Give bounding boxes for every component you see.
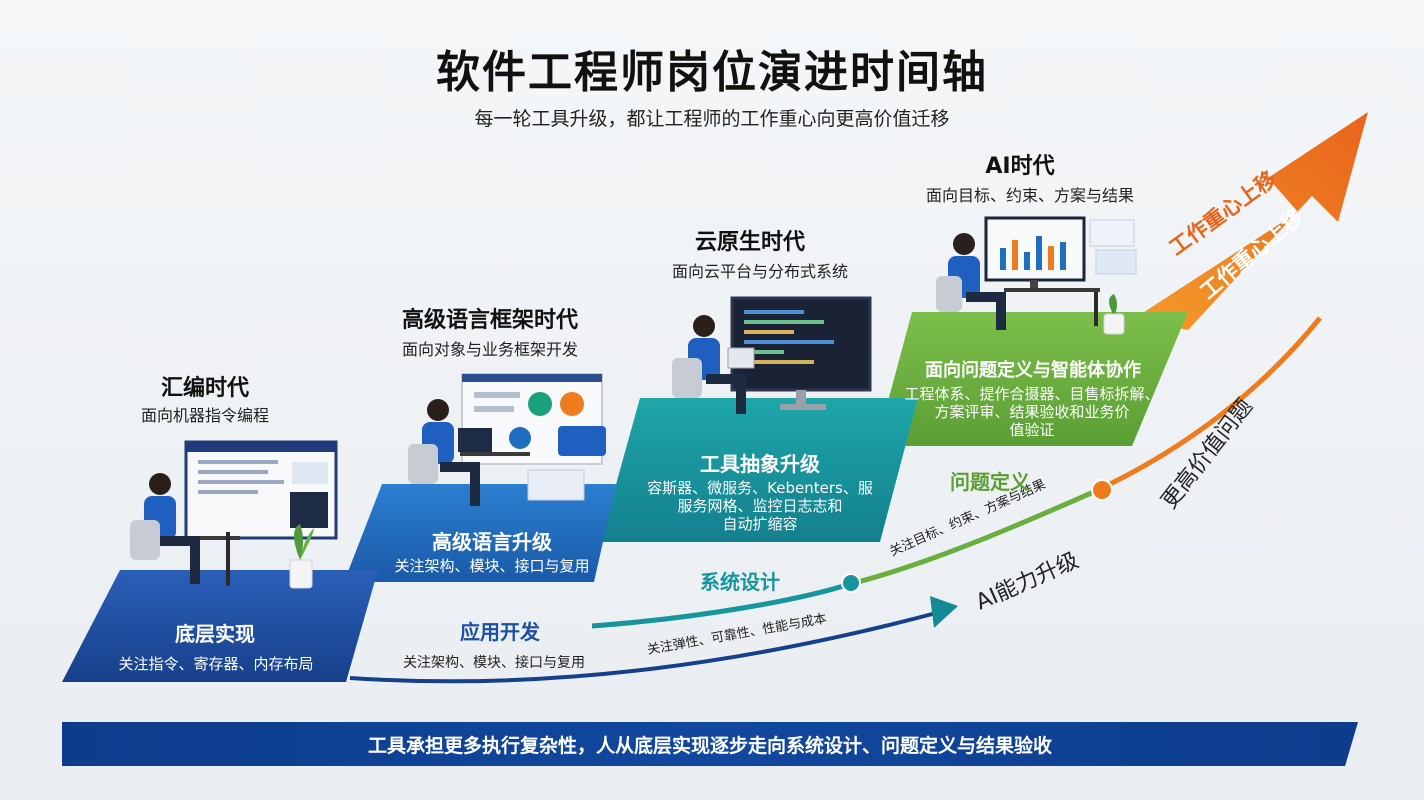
teal-dot [841,573,861,593]
era-2-title: 高级语言框架时代 [401,308,578,333]
step-4-desc-2: 方案评审、结果验收和业务价 [934,403,1130,421]
step-2-title: 高级语言升级 [432,530,552,554]
workstation-ai [936,216,1137,335]
step-3-teal [600,398,918,542]
step-3-desc-1: 容斯器、微服务、Kebenters、服 [647,479,873,497]
era-3-desc: 面向云平台与分布式系统 [671,262,848,281]
step-4-desc-1: 工程体系、提作合摄器、目售标拆解、 [904,385,1160,403]
step-4-green [876,312,1188,446]
teal-curve [591,581,851,629]
step-3-desc-3: 自动扩缩容 [722,515,798,533]
orange-curve [1104,316,1322,489]
app-dev-note: 关注架构、模块、接口与复用 [403,655,585,671]
green-curve [857,487,1100,585]
step-2-blue [344,484,616,582]
lower-curve [349,610,941,684]
problem-def-label: 问题定义 [950,470,1030,494]
big-orange-arrow [1135,112,1368,330]
page-subtitle: 每一轮工具升级，都让工程师的工作重心向更高价值迁移 [474,108,950,130]
step-4-title: 面向问题定义与智能体协作 [925,360,1141,381]
era-3-title: 云原生时代 [694,230,805,255]
workstation-highlevel [408,373,606,506]
era-4-desc: 面向目标、约束、方案与结果 [925,186,1134,205]
step-4-desc-3: 值验证 [1009,421,1055,439]
orange-dot [1091,479,1113,501]
page-title: 软件工程师岗位演进时间轴 [436,47,988,98]
era-4-title: AI时代 [985,154,1055,179]
lower-curve-arrowhead [930,596,958,628]
higher-value-label: 更高价值问题 [1157,394,1258,513]
step-3-desc-2: 服务网格、监控日志志和 [677,497,843,515]
workstation-assembly [130,440,338,589]
step-1-desc: 关注指令、寄存器、内存布局 [118,655,314,673]
workstation-cloud [672,296,872,414]
step-1-navy [62,570,378,682]
app-dev-label: 应用开发 [460,620,540,644]
step-1-title: 底层实现 [175,622,255,646]
step-3-title: 工具抽象升级 [700,452,820,476]
era-1-desc: 面向机器指令编程 [140,406,269,425]
era-2-desc: 面向对象与业务框架开发 [401,340,578,359]
banner-text: 工具承担更多执行复杂性，人从底层实现逐步走向系统设计、问题定义与结果验收 [367,734,1052,757]
era-1-title: 汇编时代 [160,376,249,401]
sys-design-label: 系统设计 [700,570,780,594]
step-2-desc: 关注架构、模块、接口与复用 [394,557,590,575]
bottom-banner: 工具承担更多执行复杂性，人从底层实现逐步走向系统设计、问题定义与结果验收 [62,722,1358,766]
ai-upgrade-label: AI能力升级 [972,548,1082,615]
